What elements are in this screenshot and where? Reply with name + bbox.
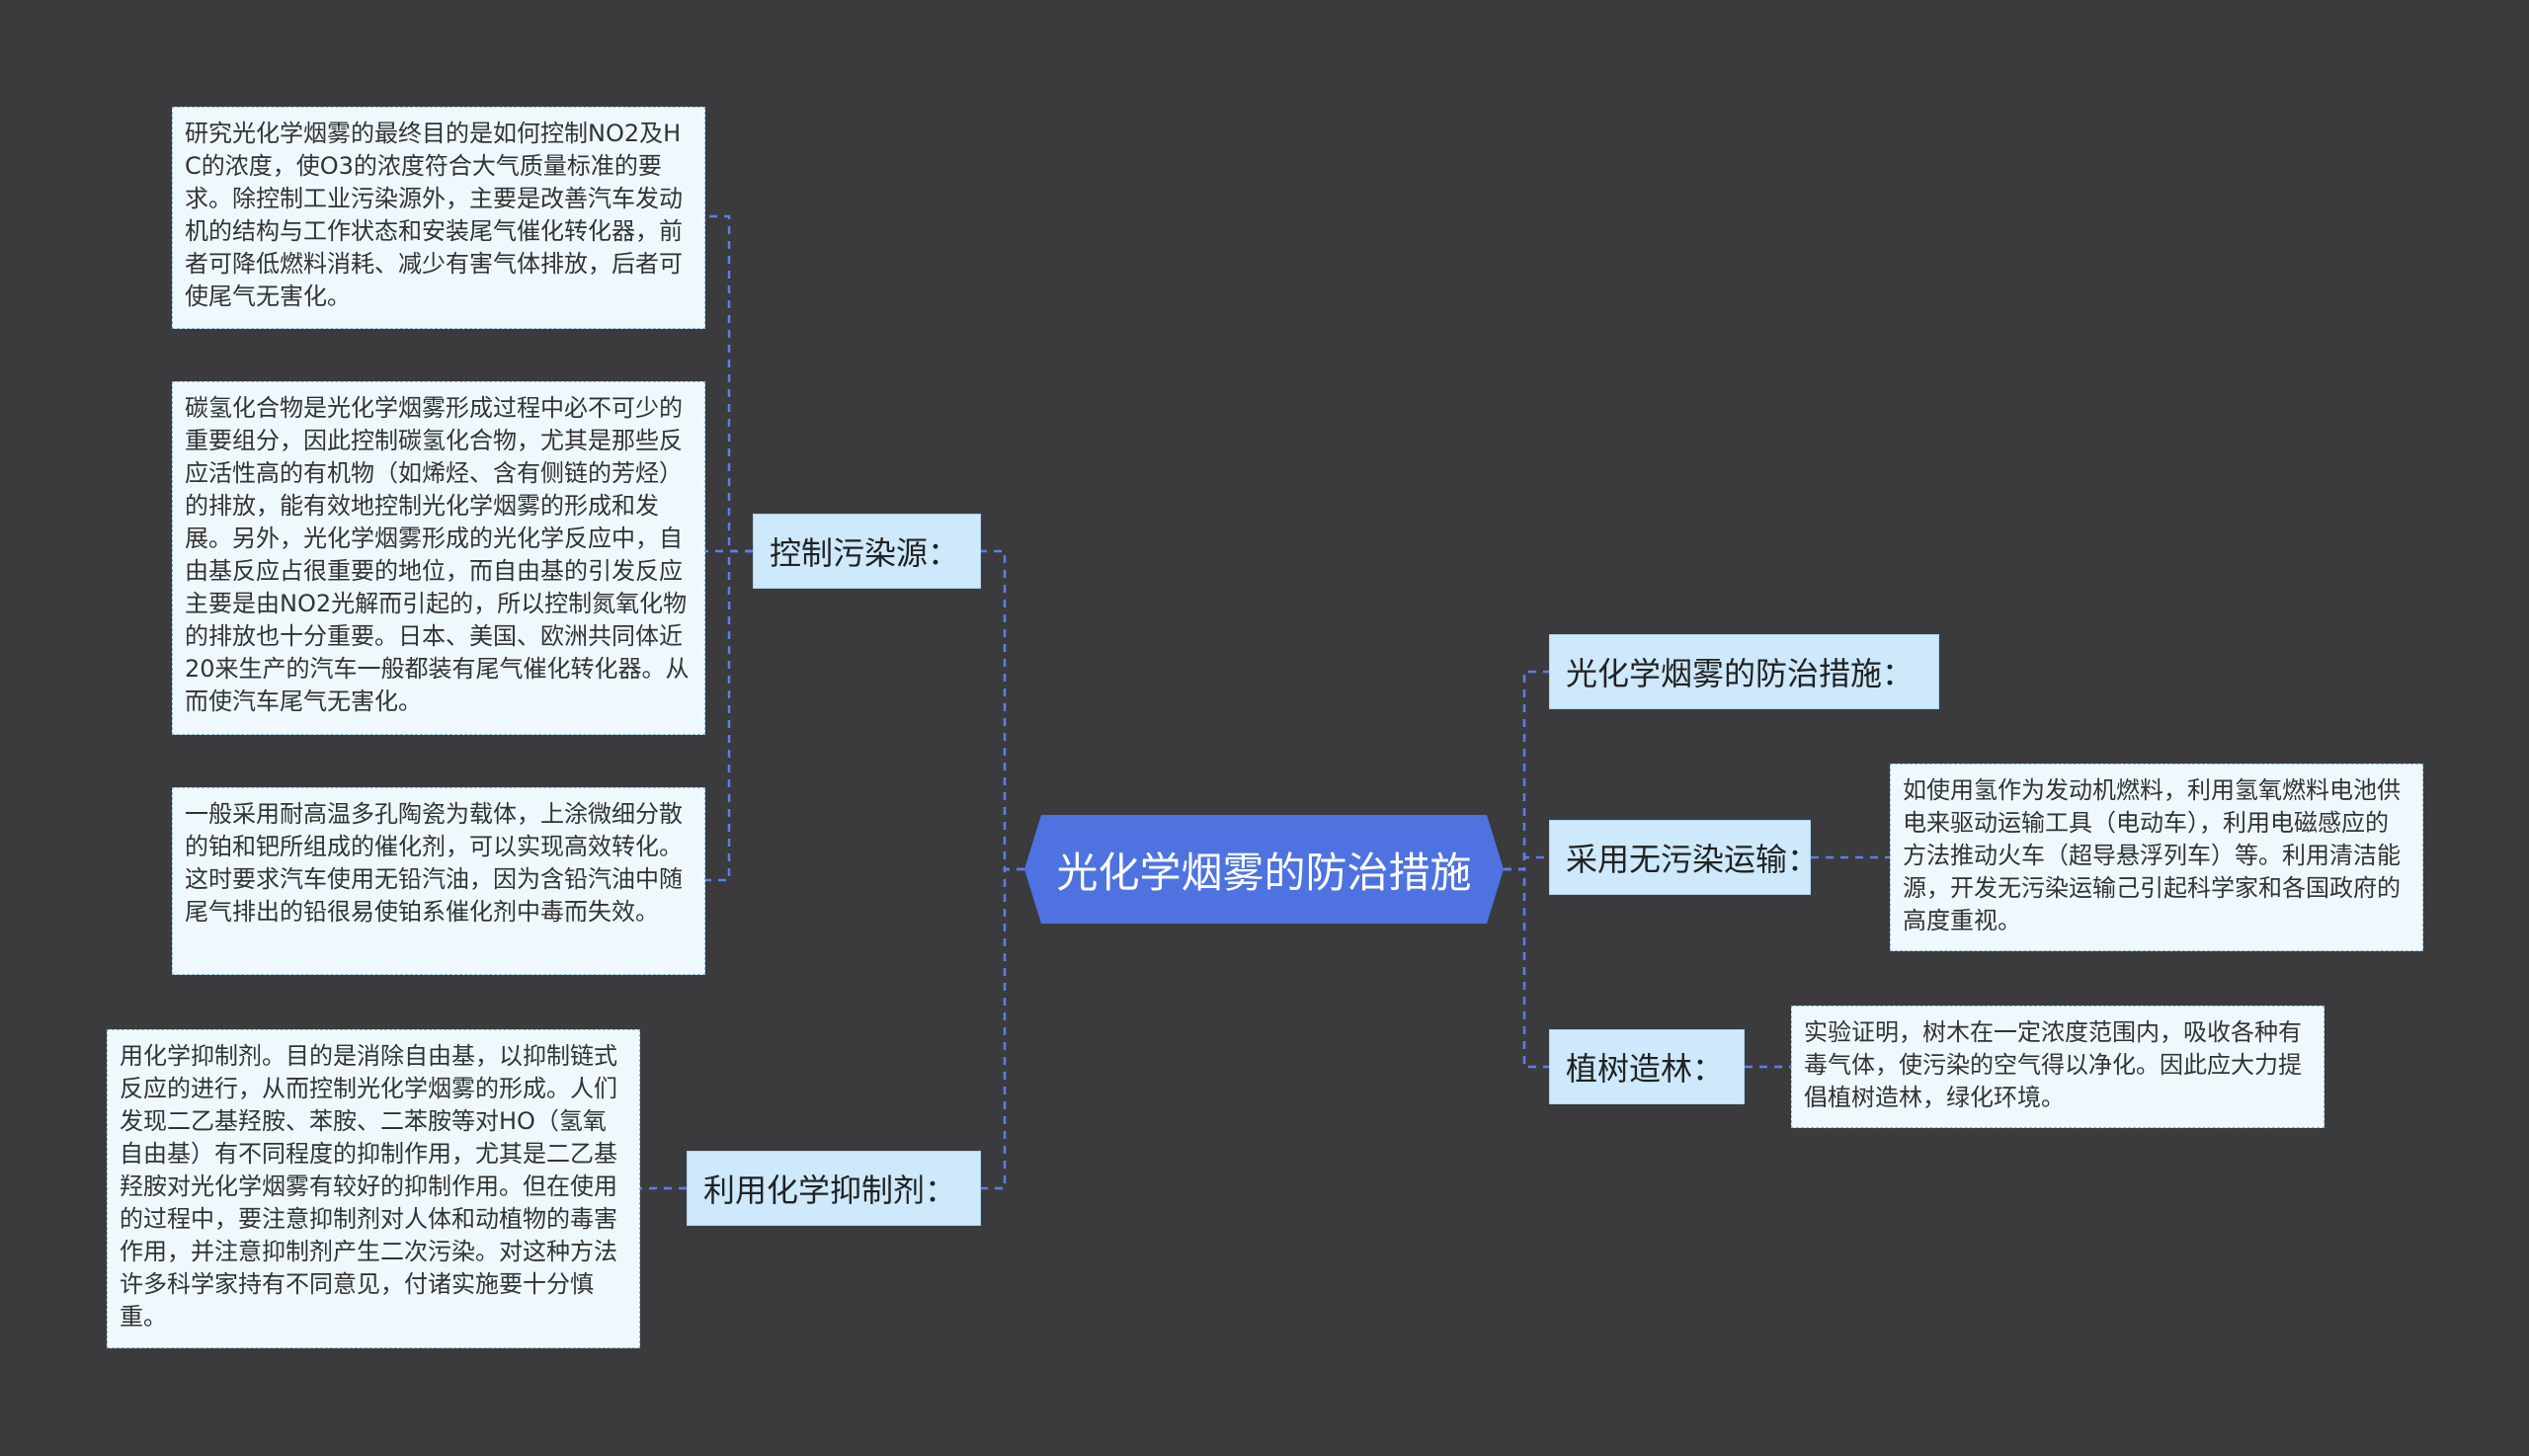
leaf-chemical-inhibitor-detail[interactable]: 用化学抑制剂。目的是消除自由基，以抑制链式反应的进行，从而控制光化学烟雾的形成。… bbox=[107, 1029, 640, 1348]
branch-prevention-measures[interactable]: 光化学烟雾的防治措施： bbox=[1549, 634, 1939, 709]
connector-root-fangzhi bbox=[1504, 670, 1549, 871]
branch-pollution-free-transport[interactable]: 采用无污染运输： bbox=[1549, 820, 1819, 895]
connector-root-kongzhi bbox=[981, 549, 1024, 871]
root-node[interactable]: 光化学烟雾的防治措施 bbox=[1024, 815, 1504, 924]
connector-kongzhi-leaf1 bbox=[705, 214, 753, 553]
leaf-control-hydrocarbons[interactable]: 碳氢化合物是光化学烟雾形成过程中必不可少的重要组分，因此控制碳氢化合物，尤其是那… bbox=[172, 381, 705, 735]
branch-afforestation[interactable]: 植树造林： bbox=[1549, 1029, 1745, 1104]
connector-root-yunshu bbox=[1504, 855, 1549, 871]
branch-chemical-inhibitor[interactable]: 利用化学抑制剂： bbox=[687, 1151, 981, 1226]
leaf-control-no2-hc[interactable]: 研究光化学烟雾的最终目的是如何控制NO2及HC的浓度，使O3的浓度符合大气质量标… bbox=[172, 107, 705, 329]
connector-root-yizhiji bbox=[981, 867, 1024, 1190]
leaf-transport-detail[interactable]: 如使用氢作为发动机燃料，利用氢氧燃料电池供电来驱动运输工具（电动车），利用电磁感… bbox=[1890, 764, 2423, 951]
branch-control-pollution-source[interactable]: 控制污染源： bbox=[753, 514, 981, 589]
connector-root-zhishu bbox=[1504, 867, 1549, 1069]
leaf-catalyst-carrier[interactable]: 一般采用耐高温多孔陶瓷为载体，上涂微细分散的铂和钯所组成的催化剂，可以实现高效转… bbox=[172, 787, 705, 975]
leaf-afforestation-detail[interactable]: 实验证明，树木在一定浓度范围内，吸收各种有毒气体，使污染的空气得以净化。因此应大… bbox=[1791, 1006, 2325, 1128]
connector-kongzhi-leaf3 bbox=[705, 549, 753, 882]
